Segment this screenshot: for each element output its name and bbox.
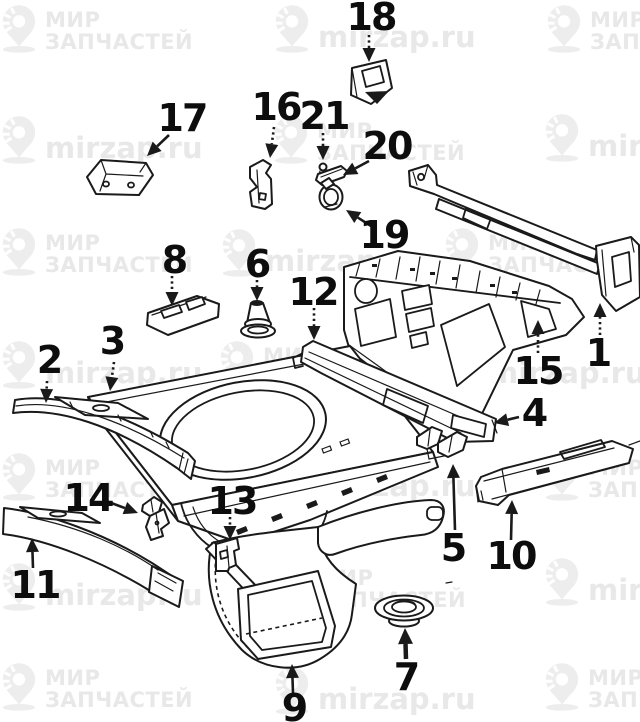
part-8-bracket-plate bbox=[146, 295, 220, 336]
part-1-rear-rail bbox=[408, 164, 640, 312]
callout-12-arrowhead bbox=[307, 326, 321, 340]
callout-11-leader bbox=[31, 551, 35, 569]
part-19-clamp bbox=[318, 177, 344, 211]
callout-10-arrowhead bbox=[505, 500, 519, 515]
part-16-bracket bbox=[249, 159, 273, 210]
callout-number-18: 18 bbox=[346, 0, 398, 39]
callout-17-leader bbox=[156, 134, 170, 148]
callout-5-leader bbox=[452, 477, 457, 531]
callout-1-arrowhead bbox=[593, 303, 607, 317]
part-17-bracket bbox=[86, 159, 154, 196]
watermark-site: mirzap.ru bbox=[543, 112, 640, 162]
part-5-bracket bbox=[416, 426, 468, 460]
callout-9-leader bbox=[291, 677, 295, 694]
callout-10-leader bbox=[509, 513, 513, 541]
callout-3-arrowhead bbox=[105, 376, 119, 391]
callout-13-arrowhead bbox=[223, 526, 237, 540]
watermark-site: mirzap.ru bbox=[443, 339, 640, 389]
callout-19-leader bbox=[357, 216, 372, 228]
callout-9-arrowhead bbox=[285, 664, 299, 679]
callout-19-arrowhead bbox=[346, 210, 362, 224]
watermark-site-text: mirzap.ru bbox=[318, 20, 476, 54]
watermark-site: mirzap.ru bbox=[273, 3, 476, 53]
callout-number-12: 12 bbox=[288, 270, 340, 314]
callout-number-20: 20 bbox=[362, 124, 414, 168]
callout-number-4: 4 bbox=[521, 391, 548, 435]
part-6-plug bbox=[240, 300, 276, 339]
part-7-grommet bbox=[374, 594, 434, 628]
callout-number-9: 9 bbox=[281, 686, 308, 722]
callout-number-13: 13 bbox=[207, 479, 259, 523]
callout-7-arrowhead bbox=[398, 628, 414, 645]
callout-5-arrowhead bbox=[446, 464, 460, 479]
callout-3-leader bbox=[110, 361, 116, 378]
watermark-site-text: mirzap.ru bbox=[588, 129, 640, 163]
part-10-rocker-sill bbox=[475, 439, 640, 506]
callout-8-arrowhead bbox=[165, 292, 179, 306]
callout-14-leader bbox=[105, 499, 126, 510]
callout-14-arrowhead bbox=[122, 501, 138, 515]
part-2-floor-side-rail bbox=[12, 396, 196, 480]
callout-21-arrowhead bbox=[316, 146, 330, 160]
callout-number-19: 19 bbox=[359, 213, 411, 257]
part-14-bracket-pair bbox=[141, 496, 170, 541]
watermark-site: mirzap.ru bbox=[0, 114, 203, 164]
part-13-bracket bbox=[215, 537, 240, 572]
callout-6-arrowhead bbox=[250, 287, 264, 301]
callout-number-6: 6 bbox=[244, 242, 271, 286]
callout-11-arrowhead bbox=[25, 538, 39, 553]
callout-2-arrowhead bbox=[40, 388, 54, 403]
watermark-site-text: mirzap.ru bbox=[45, 131, 203, 165]
part-18-bracket bbox=[350, 59, 393, 105]
callout-number-16: 16 bbox=[251, 85, 303, 129]
callout-number-8: 8 bbox=[161, 238, 188, 282]
callout-number-5: 5 bbox=[440, 526, 467, 570]
callout-20-arrowhead bbox=[343, 162, 359, 175]
callout-number-15: 15 bbox=[513, 349, 565, 393]
callout-17-arrowhead bbox=[147, 141, 162, 156]
callout-20-leader bbox=[354, 159, 370, 170]
part-11-floor-side-rail bbox=[2, 506, 184, 608]
callout-number-11: 11 bbox=[10, 563, 62, 607]
part-9-trunk-drop-well-panel bbox=[205, 499, 453, 669]
callout-number-3: 3 bbox=[99, 319, 126, 363]
callout-number-21: 21 bbox=[299, 94, 351, 138]
callout-number-10: 10 bbox=[486, 534, 538, 578]
callout-number-1: 1 bbox=[585, 331, 612, 375]
watermark-site-text: mirzap.ru bbox=[588, 573, 640, 607]
callout-4-arrowhead bbox=[494, 413, 510, 427]
callout-number-14: 14 bbox=[63, 476, 115, 520]
callout-number-7: 7 bbox=[393, 655, 420, 699]
watermark-site: mirzap.ru bbox=[273, 665, 476, 715]
callout-4-leader bbox=[507, 415, 520, 421]
watermark-site-text: mirzap.ru bbox=[318, 682, 476, 716]
callout-number-2: 2 bbox=[36, 338, 63, 382]
callout-15-arrowhead bbox=[531, 320, 545, 334]
callout-16-arrowhead bbox=[265, 143, 279, 158]
callout-number-17: 17 bbox=[157, 96, 209, 140]
watermark-site: mirzap.ru bbox=[543, 556, 640, 606]
watermark-site-text: mirzap.ru bbox=[488, 356, 640, 390]
part-12-4-crossmember bbox=[292, 340, 498, 443]
callout-18-arrowhead bbox=[362, 48, 376, 62]
